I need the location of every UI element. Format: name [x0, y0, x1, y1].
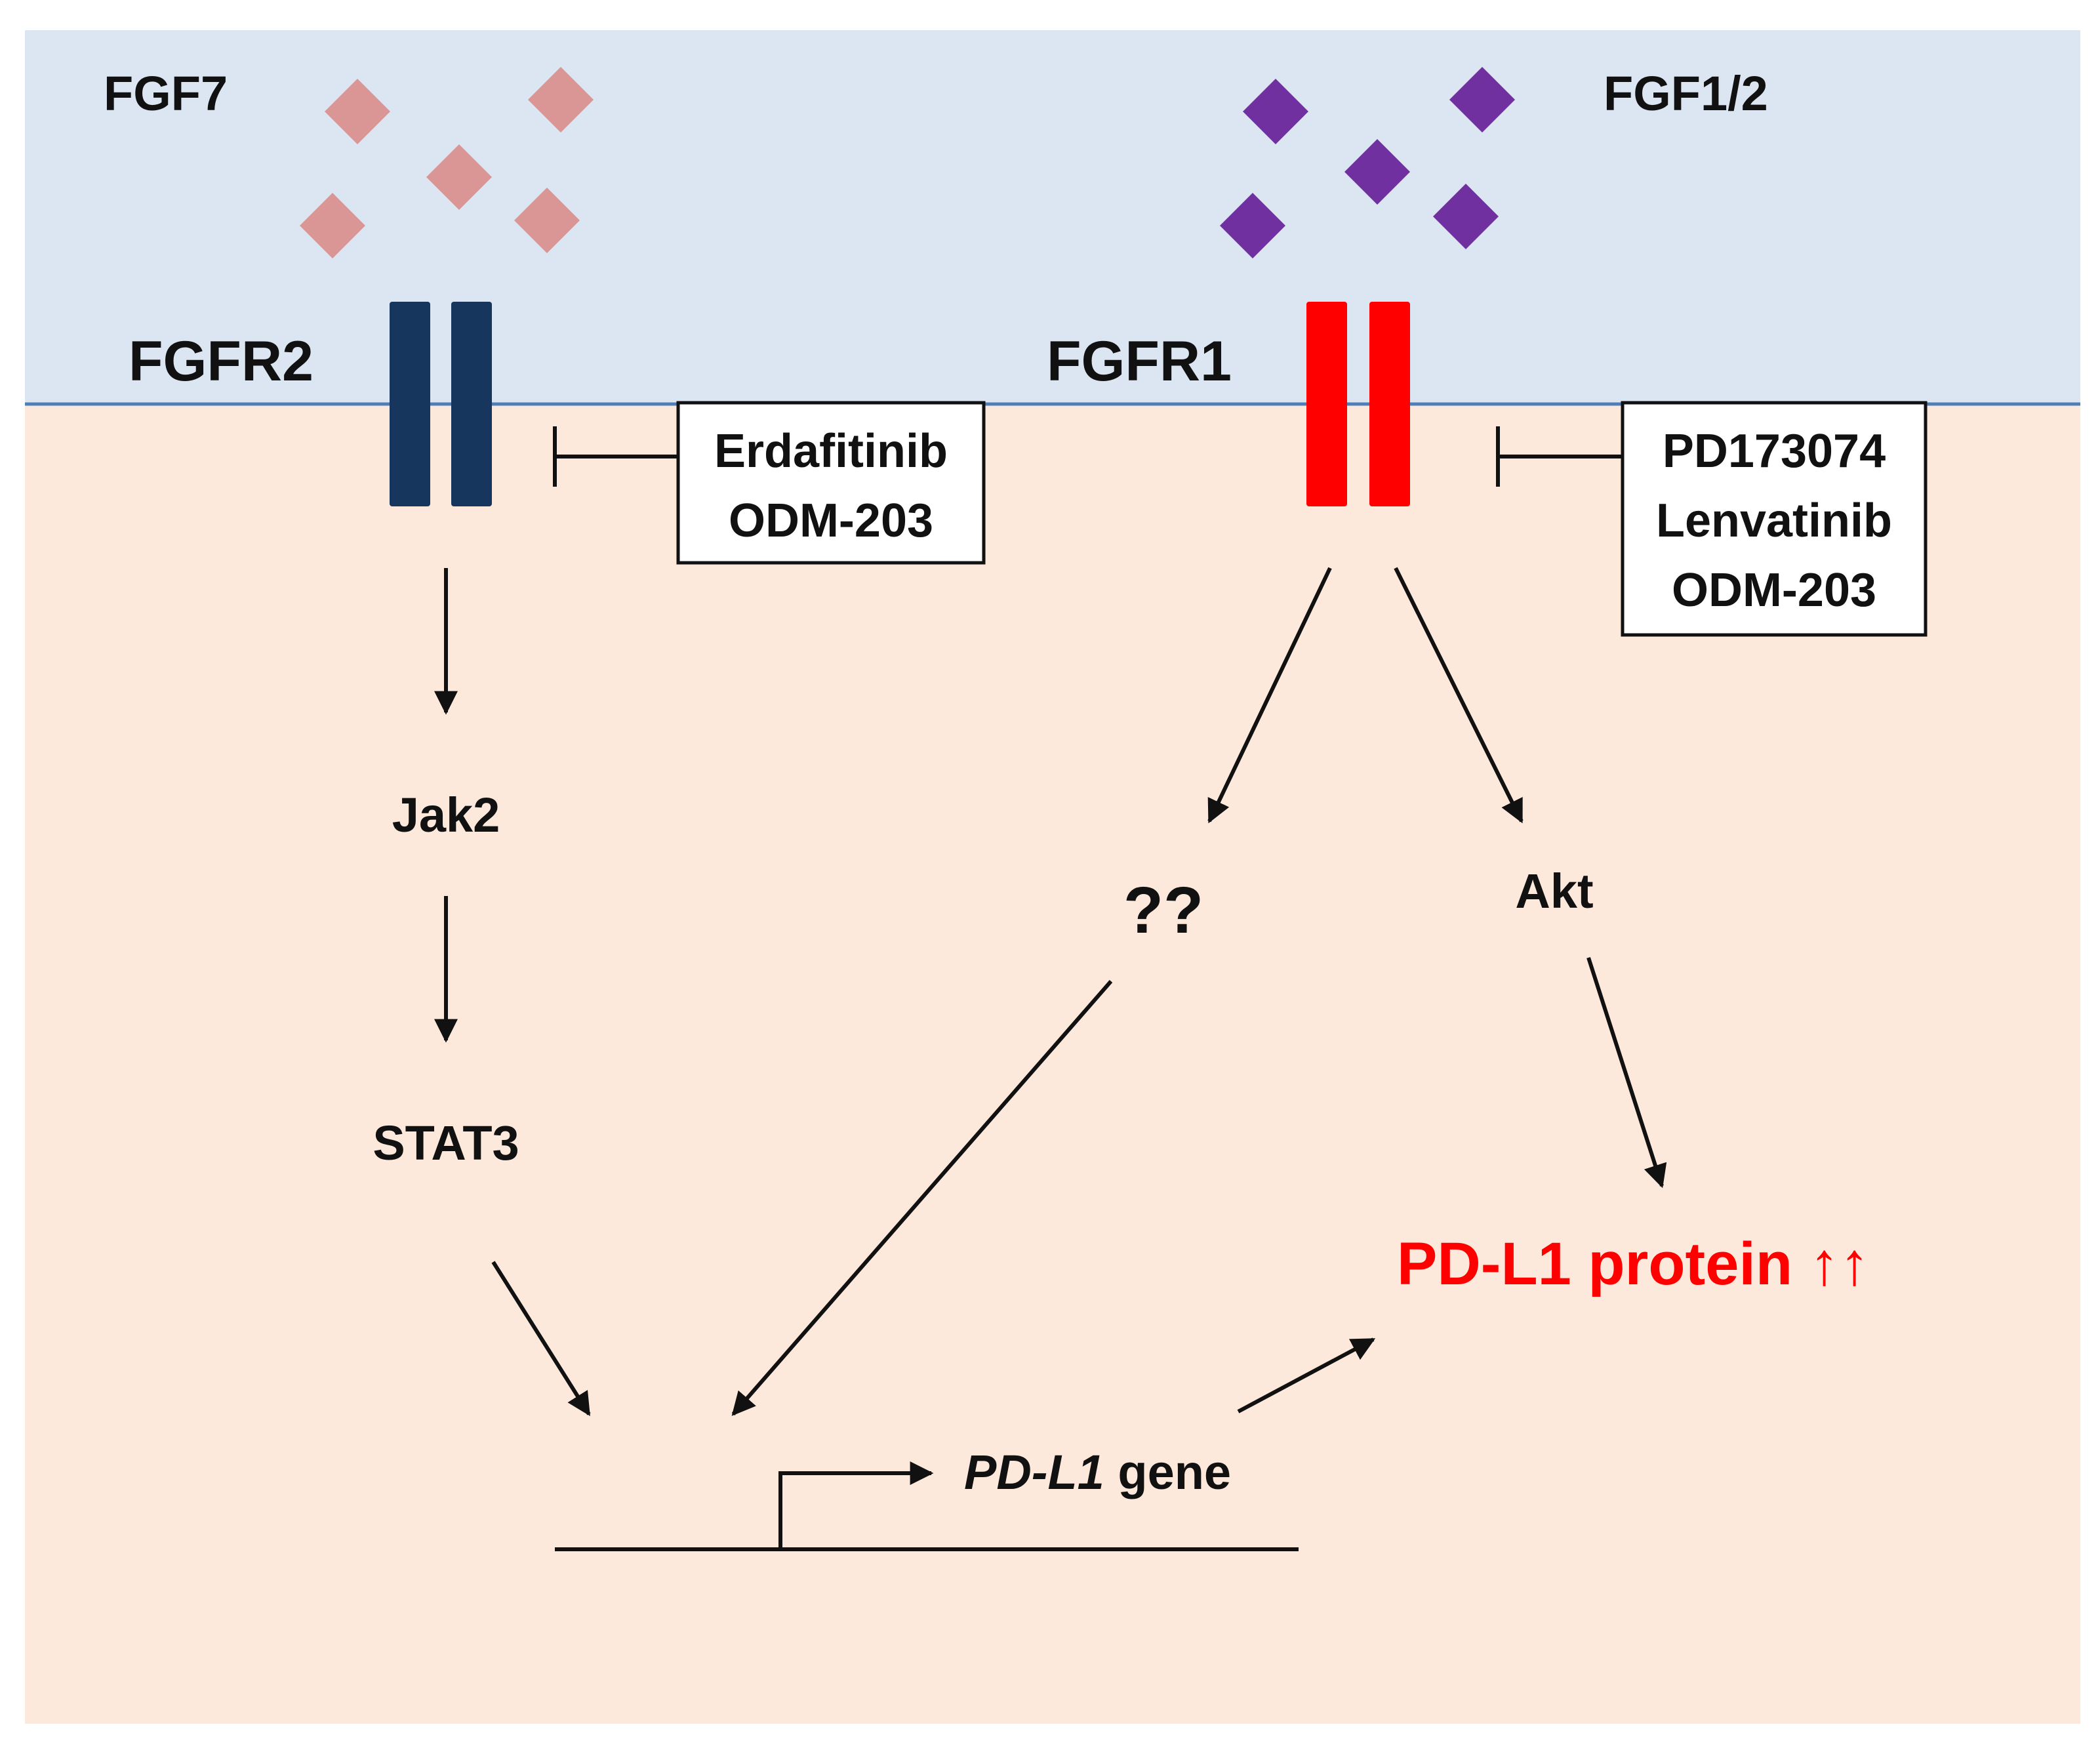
- fgfr1-receptor-bar: [1306, 302, 1347, 506]
- fgfr2-receptor: [390, 302, 492, 506]
- arrow-gene-to-protein: [1237, 1337, 1376, 1414]
- inhibitor-name: ODM-203: [1672, 564, 1876, 617]
- diamond-ligand-icon: [1220, 193, 1285, 258]
- arrow-akt-to-protein: [1586, 957, 1667, 1189]
- arrow-fgfr1-to-akt: [1394, 567, 1524, 824]
- diamond-ligand-icon: [1449, 67, 1515, 132]
- pdl1-gene-label: PD-L1 gene: [964, 1445, 1231, 1499]
- diamond-ligand-icon: [1344, 139, 1410, 205]
- fgf7-ligand-group: [300, 67, 594, 258]
- fgfr1-receptor-bar: [1369, 302, 1410, 506]
- diamond-ligand-icon: [426, 144, 492, 210]
- fgfr2-receptor-bar: [451, 302, 492, 506]
- gene-name: PD-L1: [964, 1445, 1104, 1499]
- arrow-fgfr1-to-unknown: [1207, 567, 1332, 824]
- inhibitor-name: PD173074: [1663, 425, 1886, 478]
- fgfr1-receptor: [1306, 302, 1410, 506]
- diamond-ligand-icon: [1433, 184, 1499, 249]
- fgfr1-label: FGFR1: [1047, 330, 1232, 393]
- inhibitor-name: Erdafitinib: [714, 425, 948, 478]
- pathway-arrows: [434, 567, 1667, 1417]
- fgfr2-inhibitor-box: [676, 401, 986, 565]
- diamond-ligand-icon: [1243, 79, 1308, 144]
- fgfr2-inhibitor-block: Erdafitinib ODM-203: [553, 401, 986, 565]
- fgf12-label: FGF1/2: [1604, 66, 1768, 121]
- unknown-node: ??: [1123, 874, 1203, 947]
- diamond-ligand-icon: [528, 67, 594, 132]
- diamond-ligand-icon: [300, 193, 365, 258]
- jak2-node: Jak2: [392, 788, 500, 842]
- fgfr2-receptor-bar: [390, 302, 430, 506]
- fgfr2-label: FGFR2: [129, 330, 313, 393]
- fgfr1-inhibitor-block: PD173074 Lenvatinib ODM-203: [1496, 401, 1928, 637]
- diamond-ligand-icon: [325, 79, 390, 144]
- fgfr1-inhibitor-box: [1621, 401, 1928, 637]
- fgf7-label: FGF7: [104, 66, 228, 121]
- akt-node: Akt: [1515, 864, 1593, 918]
- arrow-unknown-to-promoter: [731, 980, 1113, 1416]
- diamond-ligand-icon: [514, 188, 580, 253]
- stat3-node: STAT3: [373, 1116, 519, 1170]
- pdl1-gene-locus: PD-L1 gene: [555, 1445, 1299, 1551]
- gene-suffix: gene: [1104, 1445, 1231, 1499]
- inhibitor-name: ODM-203: [729, 495, 933, 547]
- arrow-stat3-to-promoter: [491, 1261, 591, 1417]
- transcription-start-arrow: [778, 1461, 934, 1549]
- pdl1-protein-output: PD-L1 protein ↑↑: [1397, 1231, 1870, 1297]
- fgf12-ligand-group: [1220, 67, 1515, 258]
- inhibitor-name: Lenvatinib: [1656, 495, 1892, 547]
